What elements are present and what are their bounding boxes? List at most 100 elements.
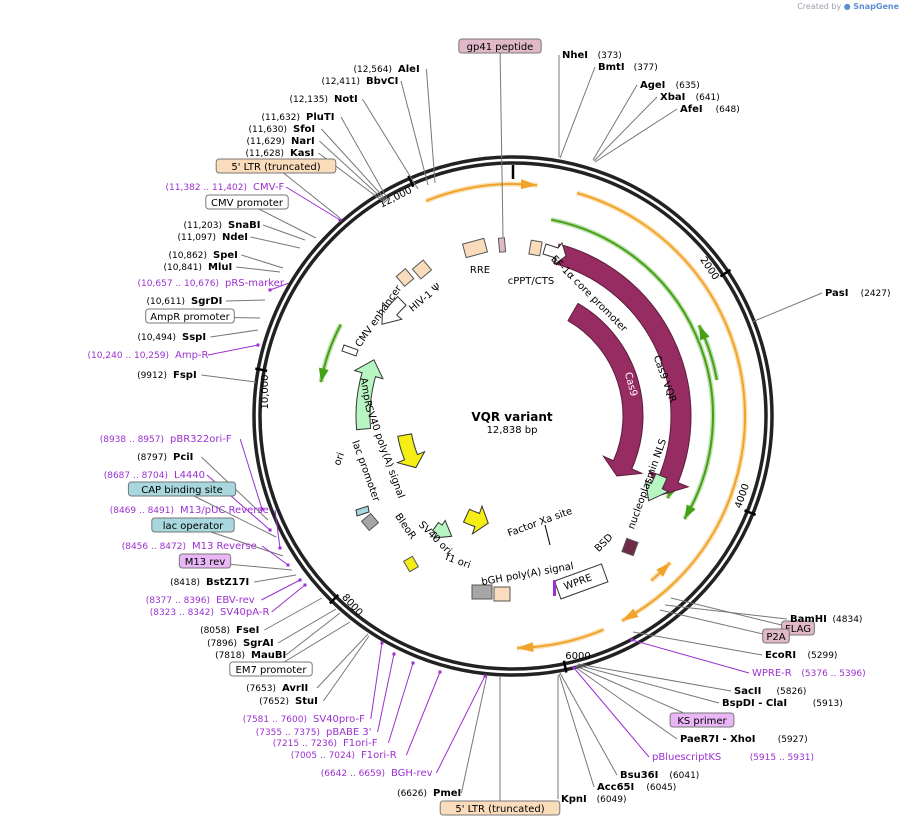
annotation-name: M13 Reverse [192,541,257,552]
bleor-arc [432,519,453,539]
annotation-name: AvrII [282,683,308,694]
leader-sgrai-32 [277,608,337,644]
annotation-position: (635) [676,81,700,91]
annotation-ndei-11: NdeI(11,097) [177,232,248,243]
annotation-position: (11,629) [246,137,285,147]
feature-tag-label: AmpR promoter [150,312,230,323]
leader-pluti-3 [340,116,389,201]
primer-mark-24 [278,546,282,550]
leader-bstz17i-28 [254,574,297,583]
annotation-nhei-45: NheI(373) [562,50,622,61]
primer-mark-26 [286,563,290,567]
ef1a-arrow [542,241,567,266]
feature-label-cppt-cts: cPPT/CTS [508,276,554,287]
feature-label-ampr: AmpR [357,377,373,408]
green-arc-right [550,218,714,520]
leader-bamhi-52 [664,604,788,620]
feature-label-f1-ori: f1 ori [444,552,472,571]
annotation-ebv-rev-29: EBV-rev(8377 .. 8396) [146,595,255,606]
annotation-position: (10,240 .. 10,259) [88,351,169,361]
leader-prs-marker-14 [269,282,290,291]
leader-f1ori-f-39 [387,662,414,744]
annotation-position: (7896) [207,639,237,649]
backbone-group [252,155,774,677]
annotation-name: Bsu36I [620,770,658,781]
plasmid-title-group: VQR variant 12,838 bp [471,410,552,436]
annotation-mlui-13: MluI(10,841) [163,262,232,273]
annotation-maubi-33: MauBI(7818) [215,650,286,661]
annotation-lac-operator-25: lac operator [151,517,235,533]
annotation-kpni-63: KpnI(6049) [561,794,627,805]
f1-ori-arc [462,504,489,536]
bgh-peach-box [493,586,511,602]
annotation-position: (8687 .. 8704) [104,471,168,481]
annotation-sv40pro-f-37: SV40pro-F(7581 .. 7600) [243,714,365,725]
annotation-position: (5927) [778,735,808,745]
annotation-paer7i-xhoi-59: PaeR7I - XhoI(5927) [680,734,808,745]
primer-mark-14 [268,288,272,292]
annotation-labels: AleI(12,564)BbvCI(12,411)NotI(12,135)Plu… [88,38,891,816]
annotation-bstz17i-28: BstZ17I(8418) [170,577,249,588]
backbone-outer-circle [252,155,774,677]
annotation-kasi-6: KasI(11,628) [245,148,314,159]
annotation-name: SV40pro-F [313,714,365,725]
feature-label-rre: RRE [470,265,490,276]
ltr-arc-top-head [520,179,538,190]
leader-snabi-10 [262,224,306,241]
annotation-position: (8456 .. 8472) [122,542,186,552]
feature-label-bsd: BSD [593,532,616,555]
green-arc-left-head [318,367,329,383]
leader-paer7i-xhoi-59 [574,666,678,740]
leader-ndei-11 [250,236,301,249]
leader-alei-0 [425,68,436,184]
annotation-name: PasI [825,288,848,299]
feature-label-sv40-ori: SV40 ori [416,519,454,557]
leader-bgh-rev-41 [435,675,486,774]
feature-tag-box [127,481,237,497]
primer-mark-20 [260,507,264,511]
annotation-position: (7005 .. 7024) [291,751,355,761]
leader-m13-puc-reverse-24 [274,509,281,549]
annotation-position: (7818) [215,651,245,661]
ltr-arc-right-halo [576,190,748,624]
annotation-bgh-rev-41: BGH-rev(6642 .. 6659) [321,768,433,779]
annotation-sspi-17: SspI(10,494) [137,332,206,343]
annotation-amp-r-18: Amp-R(10,240 .. 10,259) [88,350,209,361]
annotation-name: FseI [236,625,259,636]
annotation-wpre-r-55: WPRE-R(5376 .. 5396) [752,668,866,679]
annotation-position: (6642 .. 6659) [321,769,385,779]
ruler-tick-10000 [255,367,268,373]
feature-tag-label: CAP binding site [141,485,223,496]
leader-sspi-17 [210,329,259,338]
annotation-position: (6041) [669,771,699,781]
leader-mlui-13 [236,266,281,273]
annotation-name: StuI [295,696,318,707]
annotation-name: XbaI [660,92,685,103]
annotation-noti-2: NotI(12,135) [289,94,357,105]
ruler-tick-6000 [562,660,568,673]
annotation-name: F1ori-F [343,738,378,749]
gp41-box [497,237,507,253]
annotation-position: (11,382 .. 11,402) [166,183,247,193]
cas9-arc [567,302,644,477]
leader-afei-49 [594,108,678,163]
annotation-position: (5826) [777,687,807,697]
annotation-position: (10,862) [168,251,207,261]
annotation-position: (5376 .. 5396) [801,669,865,679]
leader-fspi-19 [201,374,257,383]
orange-arc-bottom-head [517,642,534,653]
feature-label-lac-promoter: lac promoter [349,439,382,504]
nls-box [621,537,639,557]
annotation-position: (8058) [200,626,230,636]
annotation-cmv-f-8: CMV-F(11,382 .. 11,402) [166,182,285,193]
annotation-sacii-56: SacII(5826) [734,686,806,697]
feature-arcs [318,179,748,653]
annotation-position: (8469 .. 8491) [110,506,174,516]
leader-sgrdi-15 [225,299,266,302]
annotation-name: SV40pA-R [220,607,269,618]
annotation-m13-rev-27: M13 rev [178,553,232,569]
annotation-name: SgrDI [191,296,222,307]
annotation-name: pBluescriptKS [652,752,721,763]
annotation-position: (8418) [170,578,200,588]
annotation-5-ltr-truncated-43: 5' LTR (truncated) [439,800,561,816]
